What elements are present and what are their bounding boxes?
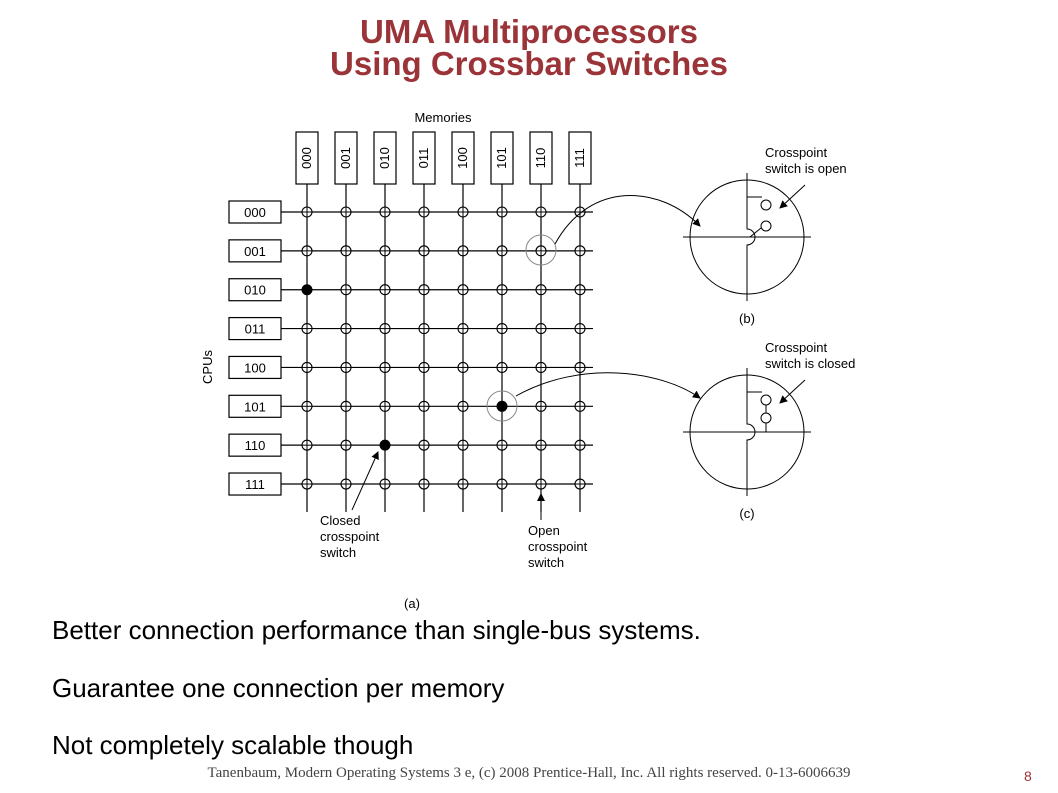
bullet-2: Guarantee one connection per memory [52,673,505,703]
memory-label: 010 [377,147,392,169]
cpu-label: 100 [244,360,266,375]
switch-closed-label-line-2: switch is closed [765,356,855,371]
closed-switch-view [683,368,811,496]
cpu-label: 000 [244,205,266,220]
closed-crosspoint [496,400,508,412]
memory-label: 111 [572,148,587,168]
memory-label: 011 [416,148,431,169]
part-c-label: (c) [739,506,754,521]
memory-label: 100 [455,147,470,169]
cpus-label: CPUs [200,350,215,384]
open-crosspoint-label-line-3: switch [528,555,564,570]
memory-label: 110 [533,148,548,169]
bullet-3: Not completely scalable though [52,730,414,760]
copyright-footer: Tanenbaum, Modern Operating Systems 3 e,… [207,765,851,781]
closed-crosspoint [301,284,313,296]
open-crosspoint-label-line-2: crosspoint [528,539,588,554]
closed-crosspoint [379,439,391,451]
connector-to-view-c [515,372,701,399]
closed-crosspoint-highlight [486,390,518,422]
open-switch-view [683,173,811,301]
open-crosspoint-label-line-1: Open [528,523,560,538]
cpu-label: 110 [245,438,266,453]
cpu-label: 111 [245,477,265,492]
slide-number: 8 [1024,768,1032,784]
bullet-1: Better connection performance than singl… [52,615,701,645]
memory-label: 000 [299,147,314,169]
memory-label: 101 [494,147,509,169]
cpu-label: 101 [244,399,266,414]
closed-crosspoint-label-line-2: crosspoint [320,529,380,544]
part-b-label: (b) [739,311,755,326]
connector-to-view-b [554,194,701,245]
memories-label: Memories [414,110,472,125]
switch-open-label-line-1: Crosspoint [765,145,828,160]
closed-crosspoint-label-line-3: switch [320,545,356,560]
closed-crosspoint-label-line-1: Closed [320,513,360,528]
cpu-label: 010 [244,283,266,298]
slide-title-line-1: UMA Multiprocessors [360,13,698,50]
part-a-label: (a) [404,596,420,611]
switch-open-label-line-2: switch is open [765,161,847,176]
cpu-label: 001 [244,244,266,259]
memory-label: 001 [338,147,353,169]
open-crosspoint-highlight [525,234,557,266]
crossbar-grid: 000 001 010 011 100 101 110 111 000 001 010 011 100 1… [228,131,593,512]
slide-title-line-2: Using Crossbar Switches [330,45,728,82]
closed-crosspoint-arrow [351,451,379,511]
switch-closed-label-line-1: Crosspoint [765,340,828,355]
cpu-label: 011 [245,322,266,337]
